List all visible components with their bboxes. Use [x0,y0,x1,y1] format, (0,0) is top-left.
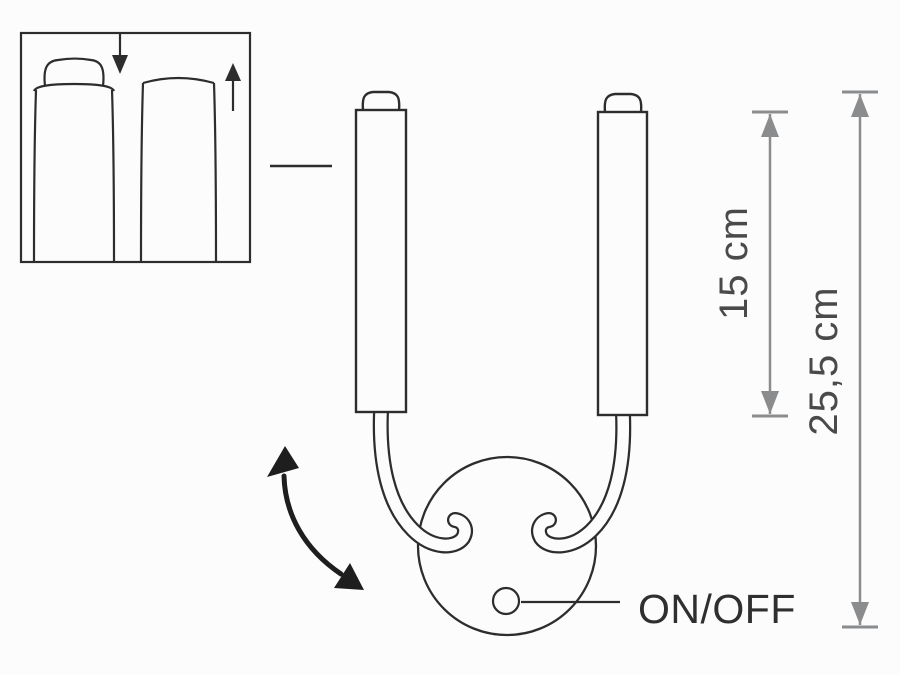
arrow-head [225,63,241,81]
inset-tube-left-edge [32,89,38,262]
inset-tube2-top [142,76,215,85]
swivel-arrow-head-top [267,446,299,477]
dim15-arrow-down [761,391,779,414]
dim255-arrow-up [851,94,869,117]
inset-tube-extended [32,57,116,262]
inset-bulb-cap [43,57,105,87]
dimension-label-25-5cm: 25,5 cm [802,286,846,435]
inset-tube-rim [32,82,116,92]
lamp-right-arm [531,406,632,554]
inset-tube-retracted [139,76,218,262]
dimension-total-height: 25,5 cm [802,90,878,629]
dim255-arrow-down [851,602,869,625]
arrow-head [112,55,128,74]
left-tube-body [354,108,408,414]
on-off-label: ON/OFF [638,586,796,632]
lamp-left-arm [372,404,473,554]
swivel-arrow-icon [267,446,364,590]
swivel-arc [281,473,344,577]
left-arm-fill [374,406,471,552]
lamp-drawing [354,90,649,637]
left-tube-cap [361,90,401,111]
inset-tube-right-edge [110,89,116,262]
inset-box-border [19,31,252,264]
wall-plate [416,455,598,637]
right-arm-fill [533,408,630,552]
dimension-tube-height: 15 cm [712,110,788,418]
dim15-arrow-up [761,114,779,137]
inset-detail-box [19,31,252,264]
lamp-right-tube [596,92,649,417]
on-off-button [491,586,521,616]
swivel-arrow-head-bottom [334,563,364,590]
push-down-arrow-icon [112,34,128,74]
right-tube-cap [603,92,643,113]
dimension-label-15cm: 15 cm [712,206,756,320]
right-tube-body [596,110,649,417]
inset-tube2-left-edge [139,82,145,262]
inset-tube2-right-edge [212,82,218,262]
pull-up-arrow-icon [225,63,241,111]
lamp-left-tube [354,90,408,414]
